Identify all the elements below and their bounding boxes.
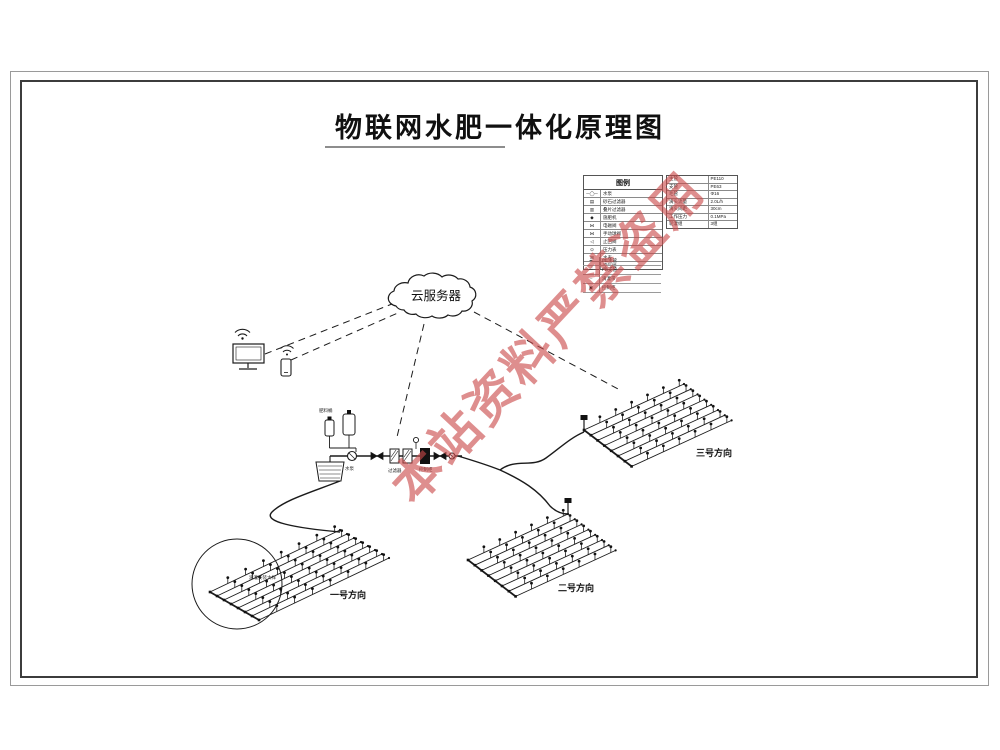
spec-value: PE110 — [710, 176, 724, 181]
spec-value: PE63 — [710, 183, 722, 189]
equipment-label: 过滤器 — [388, 467, 402, 474]
field-three-label: 三号方向 — [696, 447, 732, 458]
legend-row: ⋈手动球阀 — [584, 230, 662, 238]
legend-symbol: ▤ — [584, 198, 601, 205]
legend-symbol: ⊞ — [584, 254, 601, 261]
spec-name: 毛管 — [667, 191, 709, 198]
detail-circle — [191, 538, 283, 630]
spec-name: 支管 — [667, 183, 709, 190]
legend-item-label: 止回阀 — [603, 239, 617, 244]
monitor-icon — [232, 343, 265, 370]
legend-item-label: 手动球阀 — [603, 231, 621, 236]
wifi-icon-phone — [280, 345, 294, 356]
legend-symbol: ⊙ — [584, 246, 601, 253]
legend-row: ◆施肥机 — [584, 214, 662, 222]
detail-label: 滴灌安装大样 — [249, 574, 276, 581]
supply-pipes — [269, 431, 585, 533]
legend-row: ─PE支管 — [583, 266, 661, 275]
field-two-label: 二号方向 — [558, 582, 594, 593]
legend-item-label: 水表 — [603, 255, 612, 260]
legend-symbol: ⋈ — [584, 230, 601, 237]
legend-symbol: ─ — [583, 266, 600, 274]
legend-item-label: 控制柜 — [602, 285, 616, 290]
legend-item-label: PE主管 — [602, 258, 618, 263]
legend-symbol: ─◯─ — [584, 190, 601, 197]
spec-name: 滴头流量 — [667, 198, 709, 205]
legend-title: 图例 — [584, 176, 662, 190]
legend-row: ◁止回阀 — [584, 238, 662, 246]
spec-value: 2.0L/h — [710, 198, 724, 204]
field-grid-two — [466, 508, 617, 598]
legend-item-label: 压力表 — [603, 247, 617, 252]
legend-row: ⋈电磁阀 — [584, 222, 662, 230]
drawing-frame-inner — [20, 80, 978, 678]
cloud-label: 云服务器 — [411, 288, 462, 303]
legend-row: ▤砂石过滤器 — [584, 198, 662, 206]
legend-symbol: ┈ — [583, 275, 600, 283]
legend-item-label: 砂石过滤器 — [603, 199, 626, 204]
legend-table: 图例 ─◯─水泵▤砂石过滤器▥叠片过滤器◆施肥机⋈电磁阀⋈手动球阀◁止回阀⊙压力… — [583, 175, 663, 270]
equipment-label: 肥料桶 — [319, 407, 333, 414]
spec-value: 30cm — [710, 206, 722, 211]
spec-name: 主管 — [667, 176, 709, 183]
drawing-frame-outer — [10, 71, 989, 686]
equipment-label: 水泵 — [345, 465, 354, 471]
legend-symbol: ▥ — [584, 206, 601, 213]
legend-row: ─◯─水泵 — [584, 190, 662, 198]
field-grid-three — [582, 378, 733, 468]
legend-row: ┈滴灌带 — [583, 275, 661, 284]
spec-value: Φ16 — [710, 191, 720, 196]
field-one-label: 一号方向 — [330, 589, 366, 600]
legend-symbol: ◁ — [584, 238, 601, 245]
phone-icon — [280, 358, 292, 377]
legend-row: ⊙压力表 — [584, 246, 662, 254]
field-grid-one — [208, 525, 391, 622]
equipment-cluster — [315, 410, 462, 482]
legend-row: ━PE主管 — [583, 257, 661, 266]
wireless-links — [264, 303, 621, 438]
legend-item-label: 电磁阀 — [603, 223, 617, 228]
cloud-shape — [387, 272, 477, 319]
legend-item-label: 叠片过滤器 — [603, 207, 626, 212]
legend-row: ▣控制柜 — [583, 284, 661, 293]
legend-symbol: ◆ — [584, 214, 601, 221]
spec-name: 工作压力 — [667, 213, 709, 220]
legend-row: ⊞水表 — [584, 254, 662, 262]
equipment-label: 控制柜 — [419, 466, 433, 473]
legend-item-label: 水泵 — [603, 191, 612, 196]
wifi-icon-monitor — [234, 328, 251, 340]
field-risers — [564, 415, 588, 514]
drawing-title: 物联网水肥一体化原理图 — [335, 113, 665, 143]
spec-value: 0.1MPa — [710, 213, 727, 219]
legend-symbol: ▣ — [583, 284, 600, 292]
spec-name: 滴头间距 — [667, 206, 709, 213]
legend-item-label: 滴灌带 — [602, 276, 616, 281]
legend-item-label: 施肥机 — [603, 215, 617, 220]
legend-row: ▥叠片过滤器 — [584, 206, 662, 214]
legend-item-label: PE支管 — [602, 267, 618, 272]
spec-name: 轮灌组 — [667, 221, 709, 228]
spec-value: 3组 — [710, 221, 718, 226]
legend-symbol: ⋈ — [584, 222, 601, 229]
legend-symbol: ━ — [583, 257, 600, 265]
legend-extra-rows: ━PE主管─PE支管┈滴灌带▣控制柜 — [583, 257, 661, 293]
